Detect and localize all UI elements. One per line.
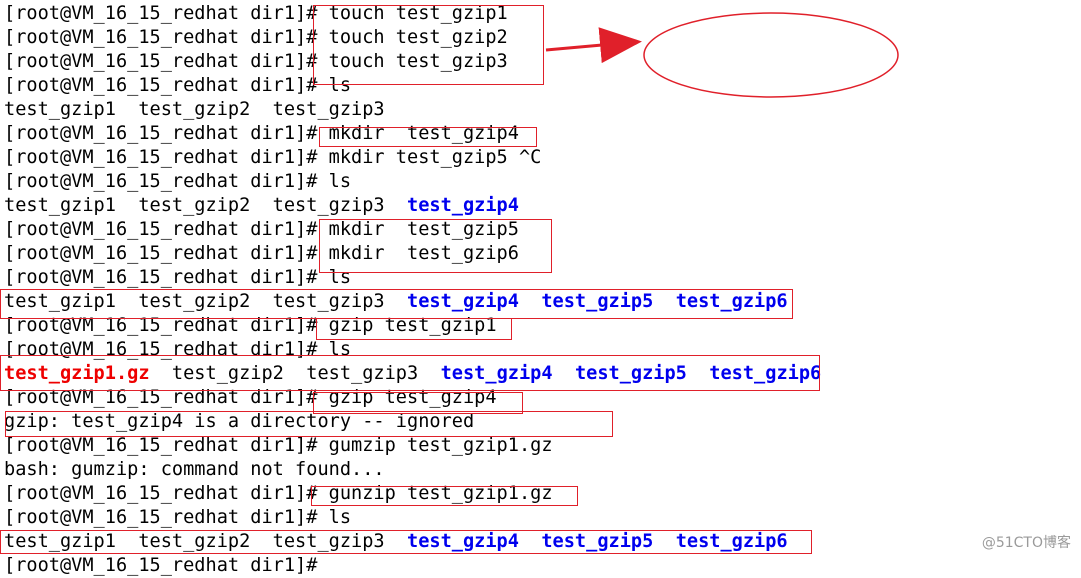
terminal-command-line: [root@VM_16_15_redhat dir1]# — [4, 554, 329, 578]
command-text: mkdir test_gzip4 — [328, 123, 519, 144]
shell-prompt: [root@VM_16_15_redhat dir1]# — [4, 555, 329, 576]
command-text: mkdir test_gzip5 — [328, 219, 519, 240]
shell-prompt: [root@VM_16_15_redhat dir1]# — [4, 171, 329, 192]
annotation-box-gunzip — [311, 486, 578, 506]
terminal-command-line: [root@VM_16_15_redhat dir1]# ls — [4, 506, 351, 530]
output-text: gzip: test_gzip4 is a directory -- ignor… — [4, 411, 475, 432]
terminal-output-line: bash: gumzip: command not found... — [4, 458, 385, 482]
annotation-box-touch — [313, 5, 544, 85]
output-text: bash: gumzip: command not found... — [4, 459, 385, 480]
output-text: test_gzip1 test_gzip2 test_gzip3 — [4, 291, 407, 312]
shell-prompt: [root@VM_16_15_redhat dir1]# — [4, 315, 329, 336]
shell-prompt: [root@VM_16_15_redhat dir1]# — [4, 267, 329, 288]
terminal-command-line: [root@VM_16_15_redhat dir1]# ls — [4, 170, 351, 194]
terminal-output-line: test_gzip1 test_gzip2 test_gzip3 test_gz… — [4, 194, 519, 218]
command-text: ls — [328, 75, 352, 96]
annotation-box-ls-dirs — [0, 289, 793, 319]
command-text: gzip test_gzip1 — [328, 315, 497, 336]
shell-prompt: [root@VM_16_15_redhat dir1]# — [4, 339, 329, 360]
command-text: gunzip test_gzip1.gz — [328, 483, 553, 504]
annotation-box-gzip-error — [5, 411, 613, 437]
directory-entry: test_gzip4 — [440, 363, 553, 384]
shell-prompt: [root@VM_16_15_redhat dir1]# — [4, 435, 329, 456]
annotation-box-ls-final — [0, 530, 812, 554]
output-text: test_gzip1 test_gzip2 test_gzip3 — [4, 195, 407, 216]
shell-prompt: [root@VM_16_15_redhat dir1]# — [4, 75, 329, 96]
terminal-output-line: test_gzip1 test_gzip2 test_gzip3 test_gz… — [4, 530, 788, 554]
annotation-box-gzip1 — [316, 318, 512, 340]
shell-prompt: [root@VM_16_15_redhat dir1]# — [4, 219, 329, 240]
terminal-command-line: [root@VM_16_15_redhat dir1]# ls — [4, 266, 351, 290]
terminal-output-line: gzip: test_gzip4 is a directory -- ignor… — [4, 410, 474, 434]
terminal-command-line: [root@VM_16_15_redhat dir1]# gzip test_g… — [4, 314, 497, 338]
terminal-command-line: [root@VM_16_15_redhat dir1]# mkdir test_… — [4, 122, 519, 146]
terminal-output-line: test_gzip1.gz test_gzip2 test_gzip3 test… — [4, 362, 821, 386]
command-text: mkdir test_gzip6 — [328, 243, 519, 264]
shell-prompt: [root@VM_16_15_redhat dir1]# — [4, 51, 329, 72]
terminal-command-line: [root@VM_16_15_redhat dir1]# mkdir test_… — [4, 218, 519, 242]
shell-prompt: [root@VM_16_15_redhat dir1]# — [4, 507, 329, 528]
command-text: ls — [328, 339, 352, 360]
directory-entry: test_gzip4 — [407, 195, 519, 216]
shell-prompt: [root@VM_16_15_redhat dir1]# — [4, 3, 329, 24]
command-text: ls — [328, 171, 352, 192]
command-text: touch test_gzip1 — [328, 3, 508, 24]
terminal-command-line: [root@VM_16_15_redhat dir1]# gunzip test… — [4, 482, 553, 506]
annotation-box-ls-gz — [0, 355, 820, 391]
shell-prompt: [root@VM_16_15_redhat dir1]# — [4, 123, 329, 144]
annotation-box-mkdir4 — [319, 127, 537, 147]
directory-entry: test_gzip5 — [541, 531, 654, 552]
shell-prompt: [root@VM_16_15_redhat dir1]# — [4, 483, 329, 504]
terminal-command-line: [root@VM_16_15_redhat dir1]# touch test_… — [4, 26, 508, 50]
directory-entry: test_gzip6 — [675, 531, 788, 552]
directory-entry: test_gzip4 — [407, 531, 519, 552]
command-text: touch test_gzip2 — [328, 27, 508, 48]
annotation-box-mkdir56 — [319, 219, 552, 273]
archive-entry: test_gzip1.gz — [4, 363, 150, 384]
shell-prompt: [root@VM_16_15_redhat dir1]# — [4, 27, 329, 48]
shell-prompt: [root@VM_16_15_redhat dir1]# — [4, 243, 329, 264]
shell-prompt: [root@VM_16_15_redhat dir1]# — [4, 387, 329, 408]
terminal-output-line: test_gzip1 test_gzip2 test_gzip3 test_gz… — [4, 290, 788, 314]
output-text: test_gzip2 test_gzip3 — [149, 363, 441, 384]
output-text: test_gzip1 test_gzip2 test_gzip3 — [4, 99, 385, 120]
command-text: gumzip test_gzip1.gz — [328, 435, 553, 456]
terminal-command-line: [root@VM_16_15_redhat dir1]# touch test_… — [4, 50, 508, 74]
watermark: @51CTO博客 — [981, 535, 1071, 551]
directory-entry: test_gzip6 — [709, 363, 822, 384]
command-text: mkdir test_gzip5 ^C — [328, 147, 542, 168]
annotation-box-gzip4 — [313, 392, 523, 414]
terminal-command-line: [root@VM_16_15_redhat dir1]# mkdir test_… — [4, 146, 541, 170]
command-text: touch test_gzip3 — [328, 51, 508, 72]
directory-entry: test_gzip4 — [407, 291, 519, 312]
directory-entry: test_gzip5 — [541, 291, 654, 312]
terminal-command-line: [root@VM_16_15_redhat dir1]# mkdir test_… — [4, 242, 519, 266]
command-text: ls — [328, 507, 352, 528]
terminal-command-line: [root@VM_16_15_redhat dir1]# touch test_… — [4, 2, 508, 26]
shell-prompt: [root@VM_16_15_redhat dir1]# — [4, 147, 329, 168]
directory-entry: test_gzip5 — [574, 363, 687, 384]
output-text: test_gzip1 test_gzip2 test_gzip3 — [4, 531, 407, 552]
terminal-command-line: [root@VM_16_15_redhat dir1]# ls — [4, 338, 351, 362]
terminal-command-line: [root@VM_16_15_redhat dir1]# ls — [4, 74, 351, 98]
terminal-command-line: [root@VM_16_15_redhat dir1]# gumzip test… — [4, 434, 553, 458]
directory-entry: test_gzip6 — [675, 291, 788, 312]
terminal-output-line: test_gzip1 test_gzip2 test_gzip3 — [4, 98, 385, 122]
